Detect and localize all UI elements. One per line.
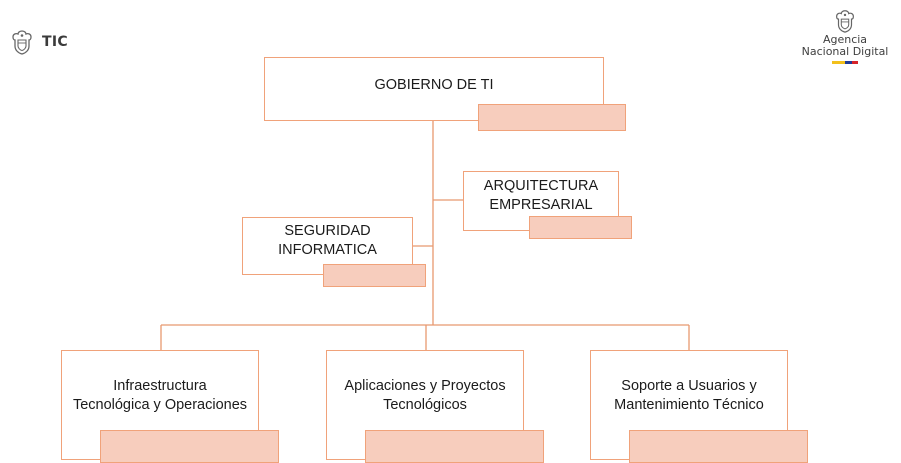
node-infraestructura-line1: Infraestructura — [113, 378, 207, 394]
tic-brand-text: TIC — [42, 34, 68, 50]
node-seguridad-tag — [323, 264, 426, 287]
node-soporte-tag — [629, 430, 808, 463]
node-arquitectura-tag — [529, 216, 632, 239]
agency-name-line2: Nacional Digital — [801, 45, 889, 58]
node-aplicaciones-line1: Aplicaciones y Proyectos — [344, 378, 506, 394]
node-infraestructura-tag — [100, 430, 279, 463]
node-seguridad-line1: SEGURIDAD — [284, 223, 371, 239]
node-seguridad-line2: INFORMATICA — [278, 242, 377, 258]
node-aplicaciones-line2: Tecnológicos — [383, 397, 467, 413]
node-gobierno-de-ti-tag — [478, 104, 626, 131]
agency-name-line1: Agencia — [822, 33, 868, 46]
node-aplicaciones-tag — [365, 430, 544, 463]
coat-of-arms-icon — [12, 30, 32, 55]
tic-logo: TIC — [8, 28, 68, 56]
node-arquitectura-line2: EMPRESARIAL — [489, 197, 593, 213]
coat-of-arms-icon — [836, 10, 854, 33]
node-gobierno-de-ti-label: GOBIERNO DE TI — [374, 77, 494, 93]
node-soporte-line1: Soporte a Usuarios y — [621, 378, 757, 394]
node-infraestructura-line2: Tecnológica y Operaciones — [72, 397, 248, 413]
agencia-nacional-digital-logo: Agencia Nacional Digital — [795, 8, 895, 64]
node-soporte-line2: Mantenimiento Técnico — [614, 397, 764, 413]
colombia-flag-stripe — [832, 61, 858, 64]
node-arquitectura-line1: ARQUITECTURA — [483, 178, 599, 194]
